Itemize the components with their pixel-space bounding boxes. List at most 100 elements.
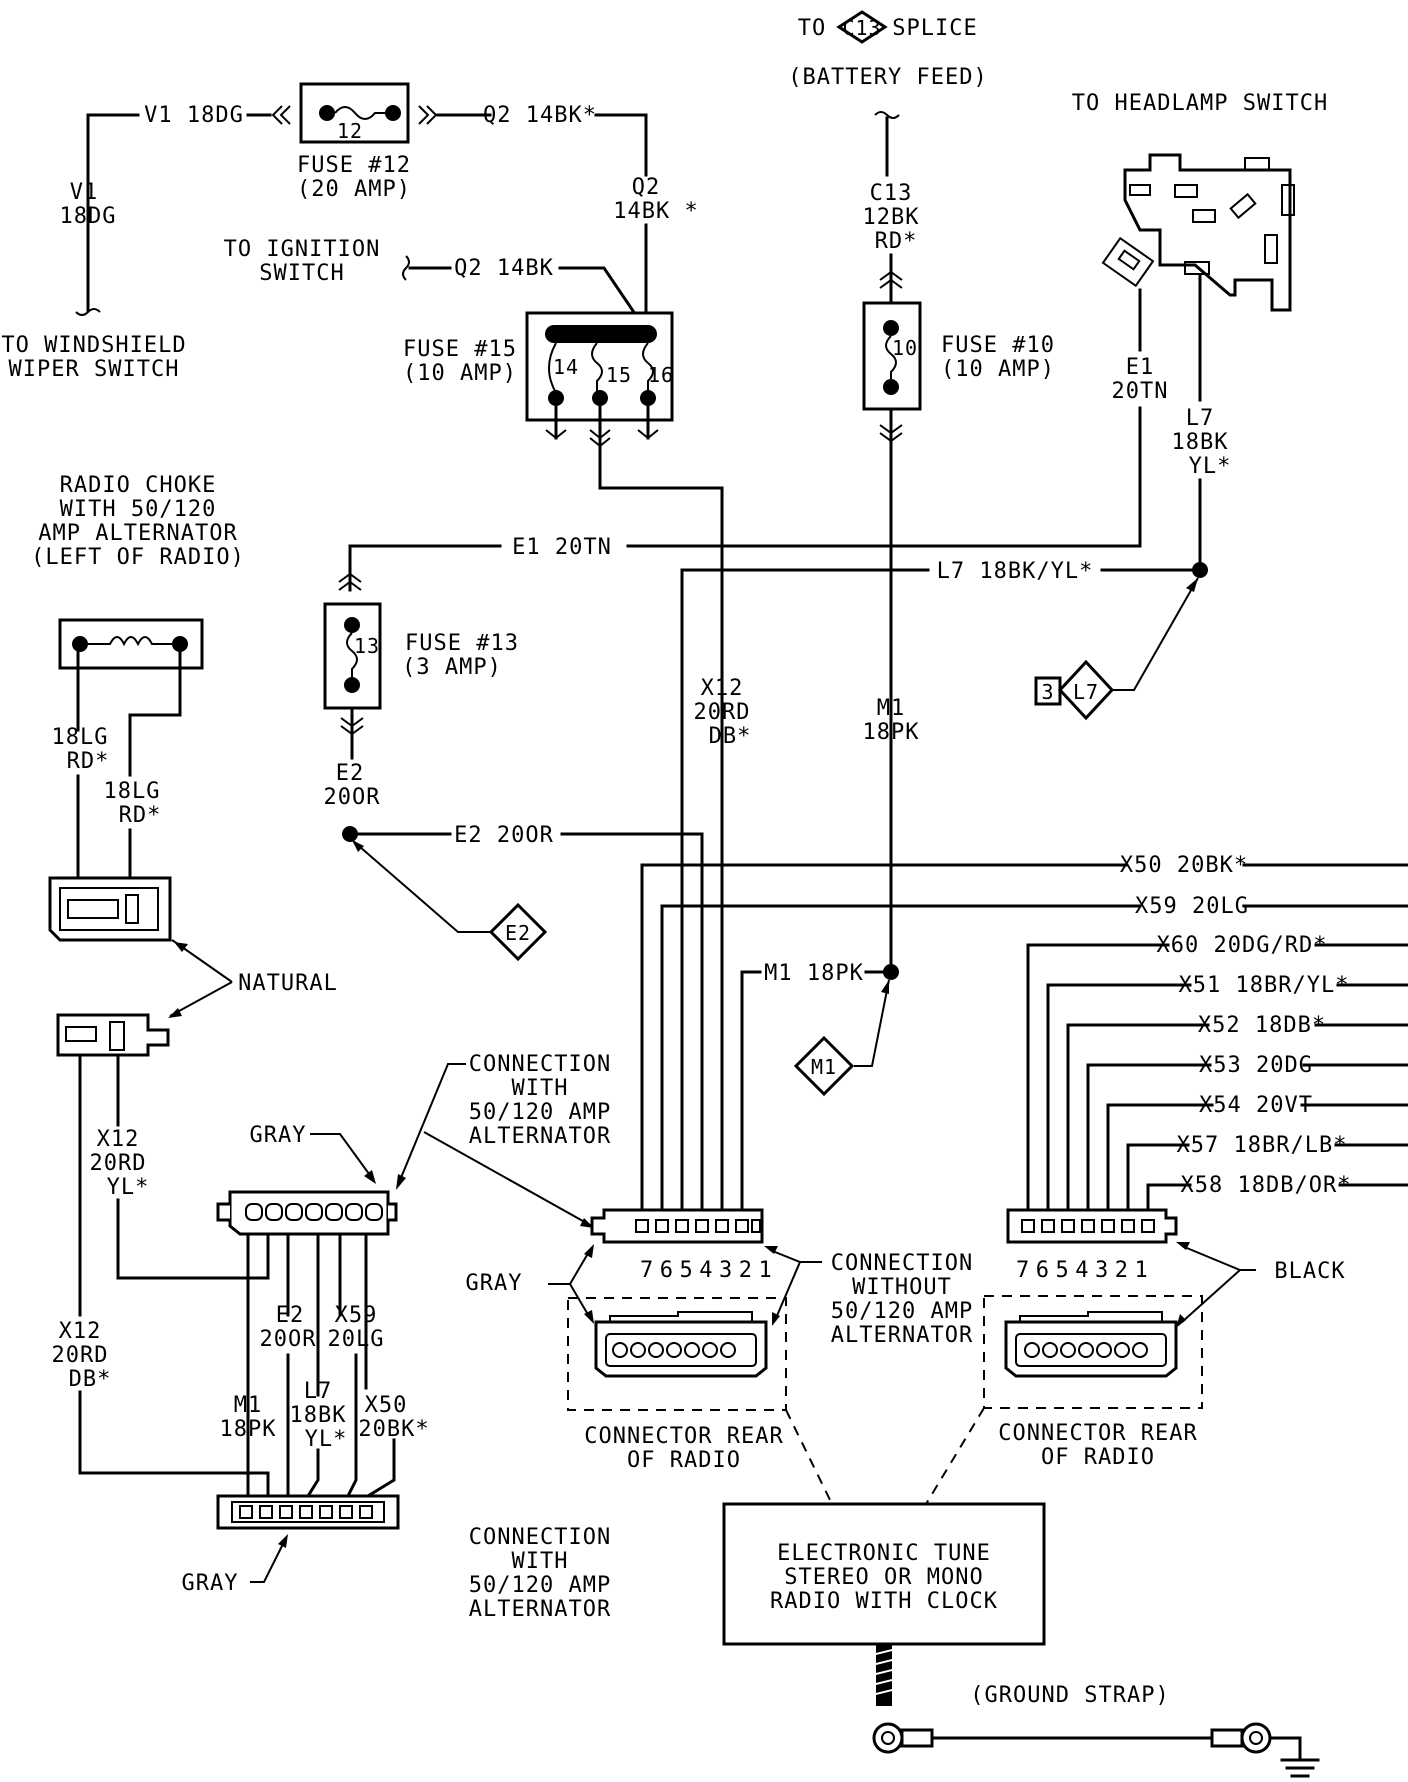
headlamp-switch-slot-9 xyxy=(1101,236,1155,288)
to-headlamp-label: TO HEADLAMP SWITCH xyxy=(1072,91,1328,116)
radio-rear-black-pin-7 xyxy=(1132,1342,1148,1358)
radio-connector-black-pin-6 xyxy=(1041,1219,1055,1233)
fuse10-label-1: FUSE #10 xyxy=(941,333,1055,358)
m1-connector-lead xyxy=(854,979,890,1067)
radio-rear-gray-pin-1 xyxy=(612,1342,628,1358)
fuse12-left-chevron xyxy=(271,105,291,125)
radio-connector-black xyxy=(1006,1208,1178,1244)
to-wiper-label-2: WIPER SWITCH xyxy=(9,357,180,382)
fuse12-terminal-right xyxy=(385,105,401,121)
conn-with-label-2: WITH xyxy=(512,1076,569,1101)
gray-mid-arrow-down xyxy=(569,1283,591,1319)
black-arrow-down-head xyxy=(1176,1314,1186,1328)
radio-rear-black-pin-5 xyxy=(1096,1342,1112,1358)
x12-yl-wire xyxy=(116,1198,270,1280)
m1-bot-label-2: 18PK xyxy=(220,1417,277,1442)
m1-connector-diamond xyxy=(793,1035,855,1097)
radio-connector-black-pin-5 xyxy=(1061,1219,1075,1233)
black-arrow-up-head xyxy=(1176,1242,1190,1250)
l7-connector-id: L7 xyxy=(1073,680,1099,704)
fuse12-label-1: FUSE #12 xyxy=(297,153,411,178)
x53-wire xyxy=(1086,1063,1212,1212)
fuse12-element xyxy=(334,106,385,120)
fuse15-number-15: 15 xyxy=(606,363,632,387)
x53-label: X53 20DG xyxy=(1199,1053,1313,1078)
l7-connector-lead xyxy=(1112,577,1199,691)
fuse15-number-14: 14 xyxy=(553,355,579,379)
radio-connector-black-pin-2 xyxy=(1121,1219,1135,1233)
radio-rear-gray-pin-4 xyxy=(666,1342,682,1358)
x51-label: X51 18BR/YL* xyxy=(1179,973,1350,998)
radio-connector-black-pin-3 xyxy=(1101,1219,1115,1233)
radio-lead-left xyxy=(785,1409,833,1505)
to-splice-prefix: TO xyxy=(798,16,827,41)
pin-numbers-gray: 7654321 xyxy=(640,1258,778,1283)
e1-side-label-1: E1 xyxy=(1126,355,1155,380)
headlamp-switch-slot-6 xyxy=(1229,192,1257,220)
gray-mid-label: GRAY xyxy=(466,1271,523,1296)
splice-suffix: SPLICE xyxy=(892,16,977,41)
gray-connector-bottom-pin-1 xyxy=(239,1505,253,1519)
radio-rear-gray-dashed xyxy=(567,1297,787,1411)
choke-label-1: RADIO CHOKE xyxy=(60,473,217,498)
fuse15-label-2: (10 AMP) xyxy=(403,361,517,386)
radio-rear-gray-plug-inner xyxy=(605,1333,757,1367)
radio-rear-gray-pin-6 xyxy=(702,1342,718,1358)
ignition-wire-break xyxy=(402,255,410,281)
radio-rear-black-plug-top xyxy=(1019,1311,1163,1322)
rear-1-label-a: CONNECTOR REAR xyxy=(584,1424,783,1449)
choke-label-3: AMP ALTERNATOR xyxy=(38,521,237,546)
x52-wire xyxy=(1066,1023,1210,1212)
fuse12-right-chevron xyxy=(418,105,438,125)
l7-side-label-1: L7 xyxy=(1186,406,1215,431)
e2-side-label-2: 20OR xyxy=(324,785,381,810)
x59-bot-label-2: 20LG xyxy=(328,1327,385,1352)
fuse15-terminal-15 xyxy=(592,390,608,406)
fuse15-number-16: 16 xyxy=(648,363,674,387)
fuse10-element xyxy=(885,335,897,379)
e2-connector-lead xyxy=(351,839,490,933)
v1-wire-break xyxy=(75,308,101,316)
gray-mid-arrow-up-head xyxy=(584,1244,594,1258)
ground-ring-right-hole xyxy=(1249,1731,1263,1745)
x12-wire xyxy=(598,486,724,1212)
headlamp-switch-slot-2 xyxy=(1174,184,1198,198)
v1-top-label: V1 18DG xyxy=(144,103,244,128)
c13-label-2: 12BK xyxy=(863,205,920,230)
l7-bot-label-1: L7 xyxy=(304,1379,333,1404)
e2-connector-id: E2 xyxy=(505,921,531,945)
radio-connector-gray-pin-3 xyxy=(715,1219,729,1233)
lg-label-2a: 18LG xyxy=(104,779,161,804)
choke-wire-right xyxy=(128,650,182,777)
fuse13-number: 13 xyxy=(354,634,380,658)
gray-connector-top-pin-4 xyxy=(305,1203,323,1221)
ground-lug-left xyxy=(900,1728,934,1748)
natural-connector-1-pin-b xyxy=(125,894,139,924)
radio-label-3: RADIO WITH CLOCK xyxy=(770,1589,998,1614)
conn-without-arrow-up-head xyxy=(764,1246,778,1254)
gray-bot-arrow-head xyxy=(278,1534,288,1548)
x12-left-label-2: 20RD xyxy=(90,1151,147,1176)
radio-rear-gray-pin-7 xyxy=(720,1342,736,1358)
gray-connector-bottom-pin-5 xyxy=(319,1505,333,1519)
fuse12-number: 12 xyxy=(337,119,363,143)
conn-without-label-1: CONNECTION xyxy=(831,1251,973,1276)
fuse13-terminal-top xyxy=(344,617,360,633)
v1-side-label-1: V1 xyxy=(70,180,99,205)
gray-connector-top-pin-2 xyxy=(265,1203,283,1221)
fuse15-terminal-14 xyxy=(548,390,564,406)
fuse13-label-2: (3 AMP) xyxy=(402,655,502,680)
fuse15-element-16 xyxy=(642,342,654,393)
fuse15-out-15-chevron xyxy=(589,429,611,448)
choke-terminal-right xyxy=(172,636,188,652)
m1-mid-label-1: M1 xyxy=(877,696,906,721)
radio-connector-gray-pin-7 xyxy=(635,1219,649,1233)
natural-label: NATURAL xyxy=(238,971,338,996)
radio-rear-black-plug-inner xyxy=(1015,1333,1167,1367)
radio-connector-gray-pin-5 xyxy=(675,1219,689,1233)
e1-20tn-label: E1 20TN xyxy=(512,535,612,560)
x60-label: X60 20DG/RD* xyxy=(1157,933,1328,958)
gray-connector-top-tab-right xyxy=(388,1202,398,1222)
radio-connector-gray-pin-1 xyxy=(751,1219,761,1233)
x57-wire xyxy=(1126,1143,1190,1212)
